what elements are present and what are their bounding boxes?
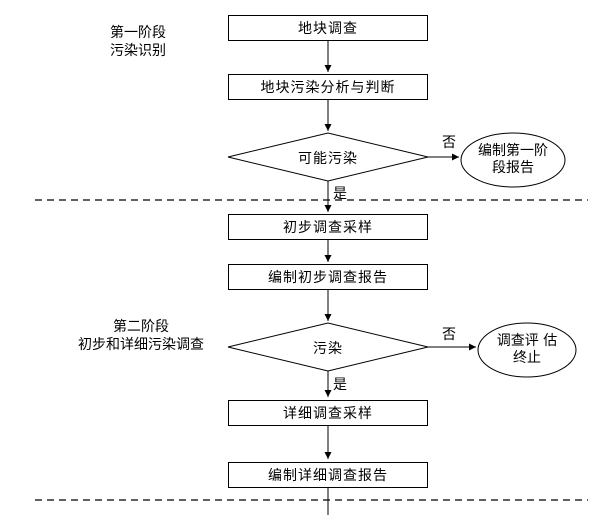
decision-possible-pollution-label: 可能污染 [298, 151, 358, 167]
terminal-stage1-report-label: 编制第一阶 段报告 [463, 143, 563, 177]
stage2-label: 第二阶段 初步和详细污染调查 [68, 318, 214, 354]
flow-box-pollution-analysis: 地块污染分析与判断 [228, 74, 428, 100]
stage1-label: 第一阶段 污染识别 [76, 24, 200, 60]
flow-box-prelim-report: 编制初步调查报告 [228, 264, 428, 290]
flow-box-detail-sampling: 详细调查采样 [228, 400, 428, 426]
branch-no-label-1: 否 [442, 135, 456, 151]
branch-yes-label-1: 是 [333, 186, 347, 202]
terminal-stage1-report-line2: 段报告 [492, 160, 534, 176]
stage1-label-line2: 污染识别 [110, 43, 166, 59]
terminal-stage1-report-line1: 编制第一阶 [478, 143, 548, 159]
flow-box-detail-report: 编制详细调查报告 [228, 462, 428, 488]
branch-yes-label-2: 是 [333, 377, 347, 393]
stage2-label-line1: 第二阶段 [113, 319, 169, 335]
terminal-end-line1: 调查评 估 [496, 333, 558, 349]
stage1-label-line1: 第一阶段 [110, 25, 166, 41]
flow-box-prelim-sampling: 初步调查采样 [228, 214, 428, 240]
stage2-label-line2: 初步和详细污染调查 [78, 337, 204, 353]
decision-pollution-label: 污染 [313, 341, 343, 357]
terminal-end-line2: 终止 [513, 350, 541, 366]
flow-box-site-survey: 地块调查 [228, 15, 428, 41]
terminal-end-label: 调查评 估 终止 [477, 333, 577, 367]
branch-no-label-2: 否 [442, 327, 456, 343]
